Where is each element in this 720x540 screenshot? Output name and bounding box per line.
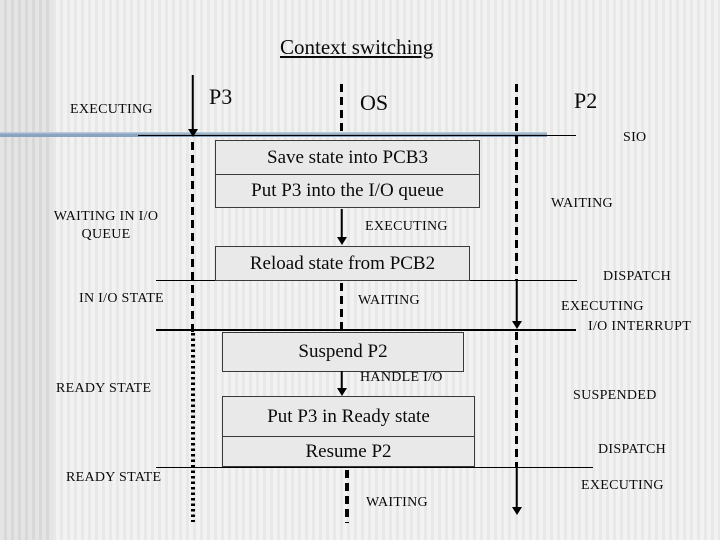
p2-executing-arrow-1 (511, 281, 522, 329)
p2-state-executing-2: EXECUTING (581, 478, 664, 493)
dispatch2-transition-line (156, 466, 593, 468)
os-arrow-shaft (340, 371, 343, 390)
p3-state-executing: EXECUTING (70, 102, 153, 117)
os-arrow-to-ready (336, 371, 347, 396)
os-action-box-reload-state: Reload state from PCB2 (215, 246, 470, 281)
p3-executing-arrow (187, 75, 198, 137)
box-row: Save state into PCB3 (267, 146, 428, 168)
os-lifeline-dashed-mid (339, 283, 343, 332)
sio-transition-line (138, 134, 576, 136)
p2-arrow-shaft (515, 467, 518, 509)
p2-event-dispatch-2: DISPATCH (598, 442, 667, 457)
box-row: Put P3 in Ready state (267, 405, 430, 427)
p2-event-io-interrupt: I/O INTERRUPT (588, 319, 692, 334)
p3-state-in-io-state: IN I/O STATE (79, 291, 164, 306)
os-arrow-to-reload (336, 209, 347, 245)
p2-arrow-shaft (515, 281, 518, 323)
p3-state-waiting-in-io-queue: WAITING IN I/O QUEUE (36, 208, 176, 244)
os-action-box-suspend: Suspend P2 (222, 332, 464, 372)
left-stripe-band (0, 0, 53, 540)
os-lifeline-dashed-bottom (345, 470, 349, 523)
os-state-waiting: WAITING (358, 293, 420, 308)
box-row: Put P3 into the I/O queue (216, 174, 479, 207)
p2-state-suspended: SUSPENDED (573, 388, 657, 403)
arrow-down-icon (336, 237, 347, 245)
arrow-down-icon (511, 507, 522, 515)
arrow-down-icon (187, 129, 198, 137)
box-row: Suspend P2 (298, 341, 388, 362)
os-action-box-save-state: Save state into PCB3 Put P3 into the I/O… (215, 140, 480, 208)
slide-title: Context switching (280, 35, 434, 59)
p3-lifeline-dotted (191, 333, 195, 522)
column-label-p3: P3 (209, 84, 233, 109)
box-row: Resume P2 (223, 436, 474, 466)
p2-lifeline-dashed-top (514, 84, 518, 280)
os-state-handle-io: HANDLE I/O (360, 370, 443, 385)
os-state-waiting-bottom: WAITING (366, 495, 428, 510)
p3-state-ready-2: READY STATE (66, 470, 162, 485)
column-label-p2: P2 (574, 88, 598, 113)
os-arrow-shaft (340, 209, 343, 239)
p3-lifeline-dashed (190, 142, 194, 333)
column-label-os: OS (360, 90, 389, 115)
p2-state-waiting: WAITING (551, 196, 613, 211)
p2-event-sio: SIO (623, 130, 647, 145)
p2-event-dispatch-1: DISPATCH (603, 269, 672, 284)
p3-arrow-shaft (191, 75, 194, 131)
arrow-down-icon (511, 321, 522, 329)
p2-executing-arrow-2 (511, 467, 522, 515)
box-row: Reload state from PCB2 (249, 252, 436, 274)
p3-state-ready-1: READY STATE (56, 381, 152, 396)
os-action-box-ready: Put P3 in Ready state Resume P2 (222, 396, 475, 467)
os-state-executing: EXECUTING (365, 219, 448, 234)
p2-lifeline-dashed-mid (514, 332, 518, 467)
label-line: WAITING IN I/O (53, 209, 159, 224)
io-interrupt-transition-line (156, 329, 576, 331)
os-lifeline-dashed-top (339, 84, 343, 133)
label-line: QUEUE (81, 227, 131, 242)
p2-state-executing-1: EXECUTING (561, 299, 644, 314)
arrow-down-icon (336, 388, 347, 396)
